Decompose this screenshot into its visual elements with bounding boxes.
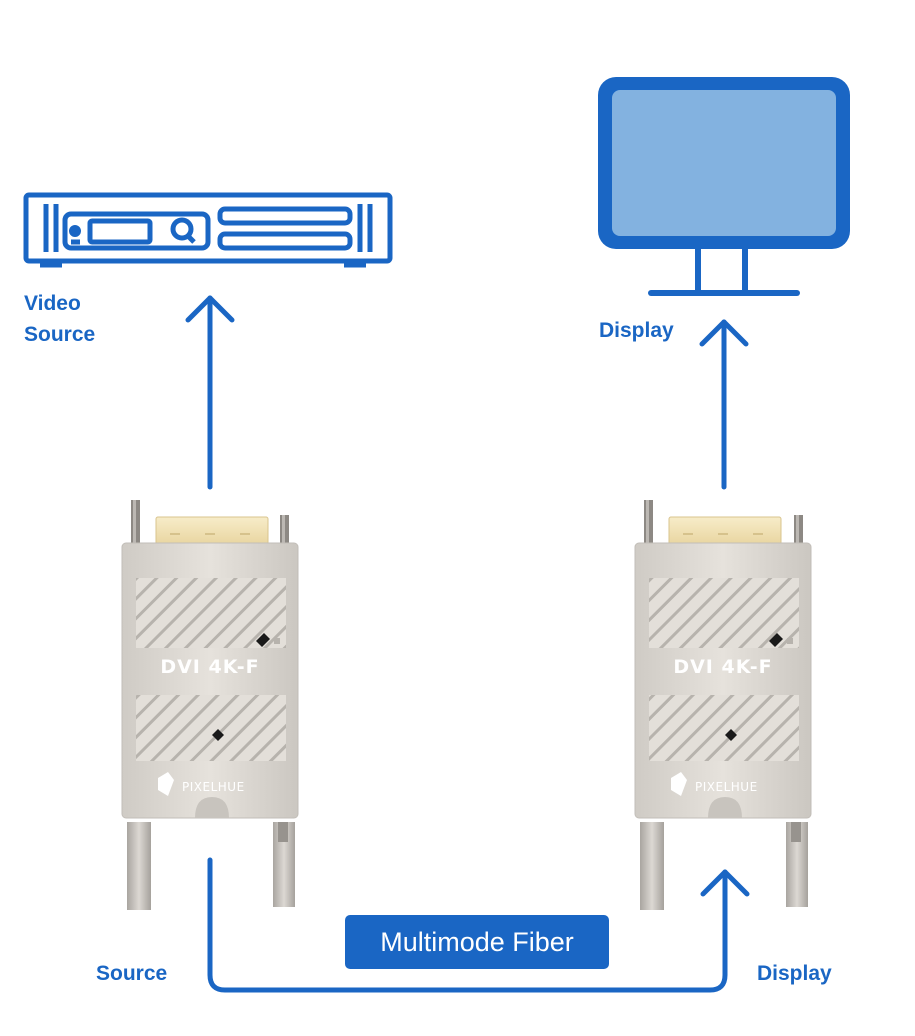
transmitter-device: DVI 4K-F PIXELHUE bbox=[121, 500, 299, 910]
device-model-label: DVI 4K-F bbox=[673, 656, 772, 678]
display-bottom-label: Display bbox=[757, 962, 832, 985]
fiber-label: Multimode Fiber bbox=[380, 927, 574, 957]
receiver-device: DVI 4K-F PIXELHUE bbox=[634, 500, 812, 910]
monitor-icon bbox=[598, 77, 850, 296]
arrow-up-to-display bbox=[699, 319, 749, 490]
device-brand-label: PIXELHUE bbox=[695, 780, 758, 794]
arrow-up-to-source bbox=[185, 295, 235, 490]
device-brand-label: PIXELHUE bbox=[182, 780, 245, 794]
video-source-label-line1: Video bbox=[24, 292, 81, 315]
pixelhue-logo-icon bbox=[158, 772, 174, 796]
display-top-label: Display bbox=[599, 319, 674, 342]
video-source-label-line2: Source bbox=[24, 323, 95, 346]
device-model-label: DVI 4K-F bbox=[160, 656, 259, 678]
video-source-rack-icon bbox=[23, 192, 393, 268]
fiber-badge: Multimode Fiber bbox=[345, 915, 609, 969]
fiber-link-arrow bbox=[207, 857, 750, 993]
pixelhue-logo-icon bbox=[671, 772, 687, 796]
source-bottom-label: Source bbox=[96, 962, 167, 985]
